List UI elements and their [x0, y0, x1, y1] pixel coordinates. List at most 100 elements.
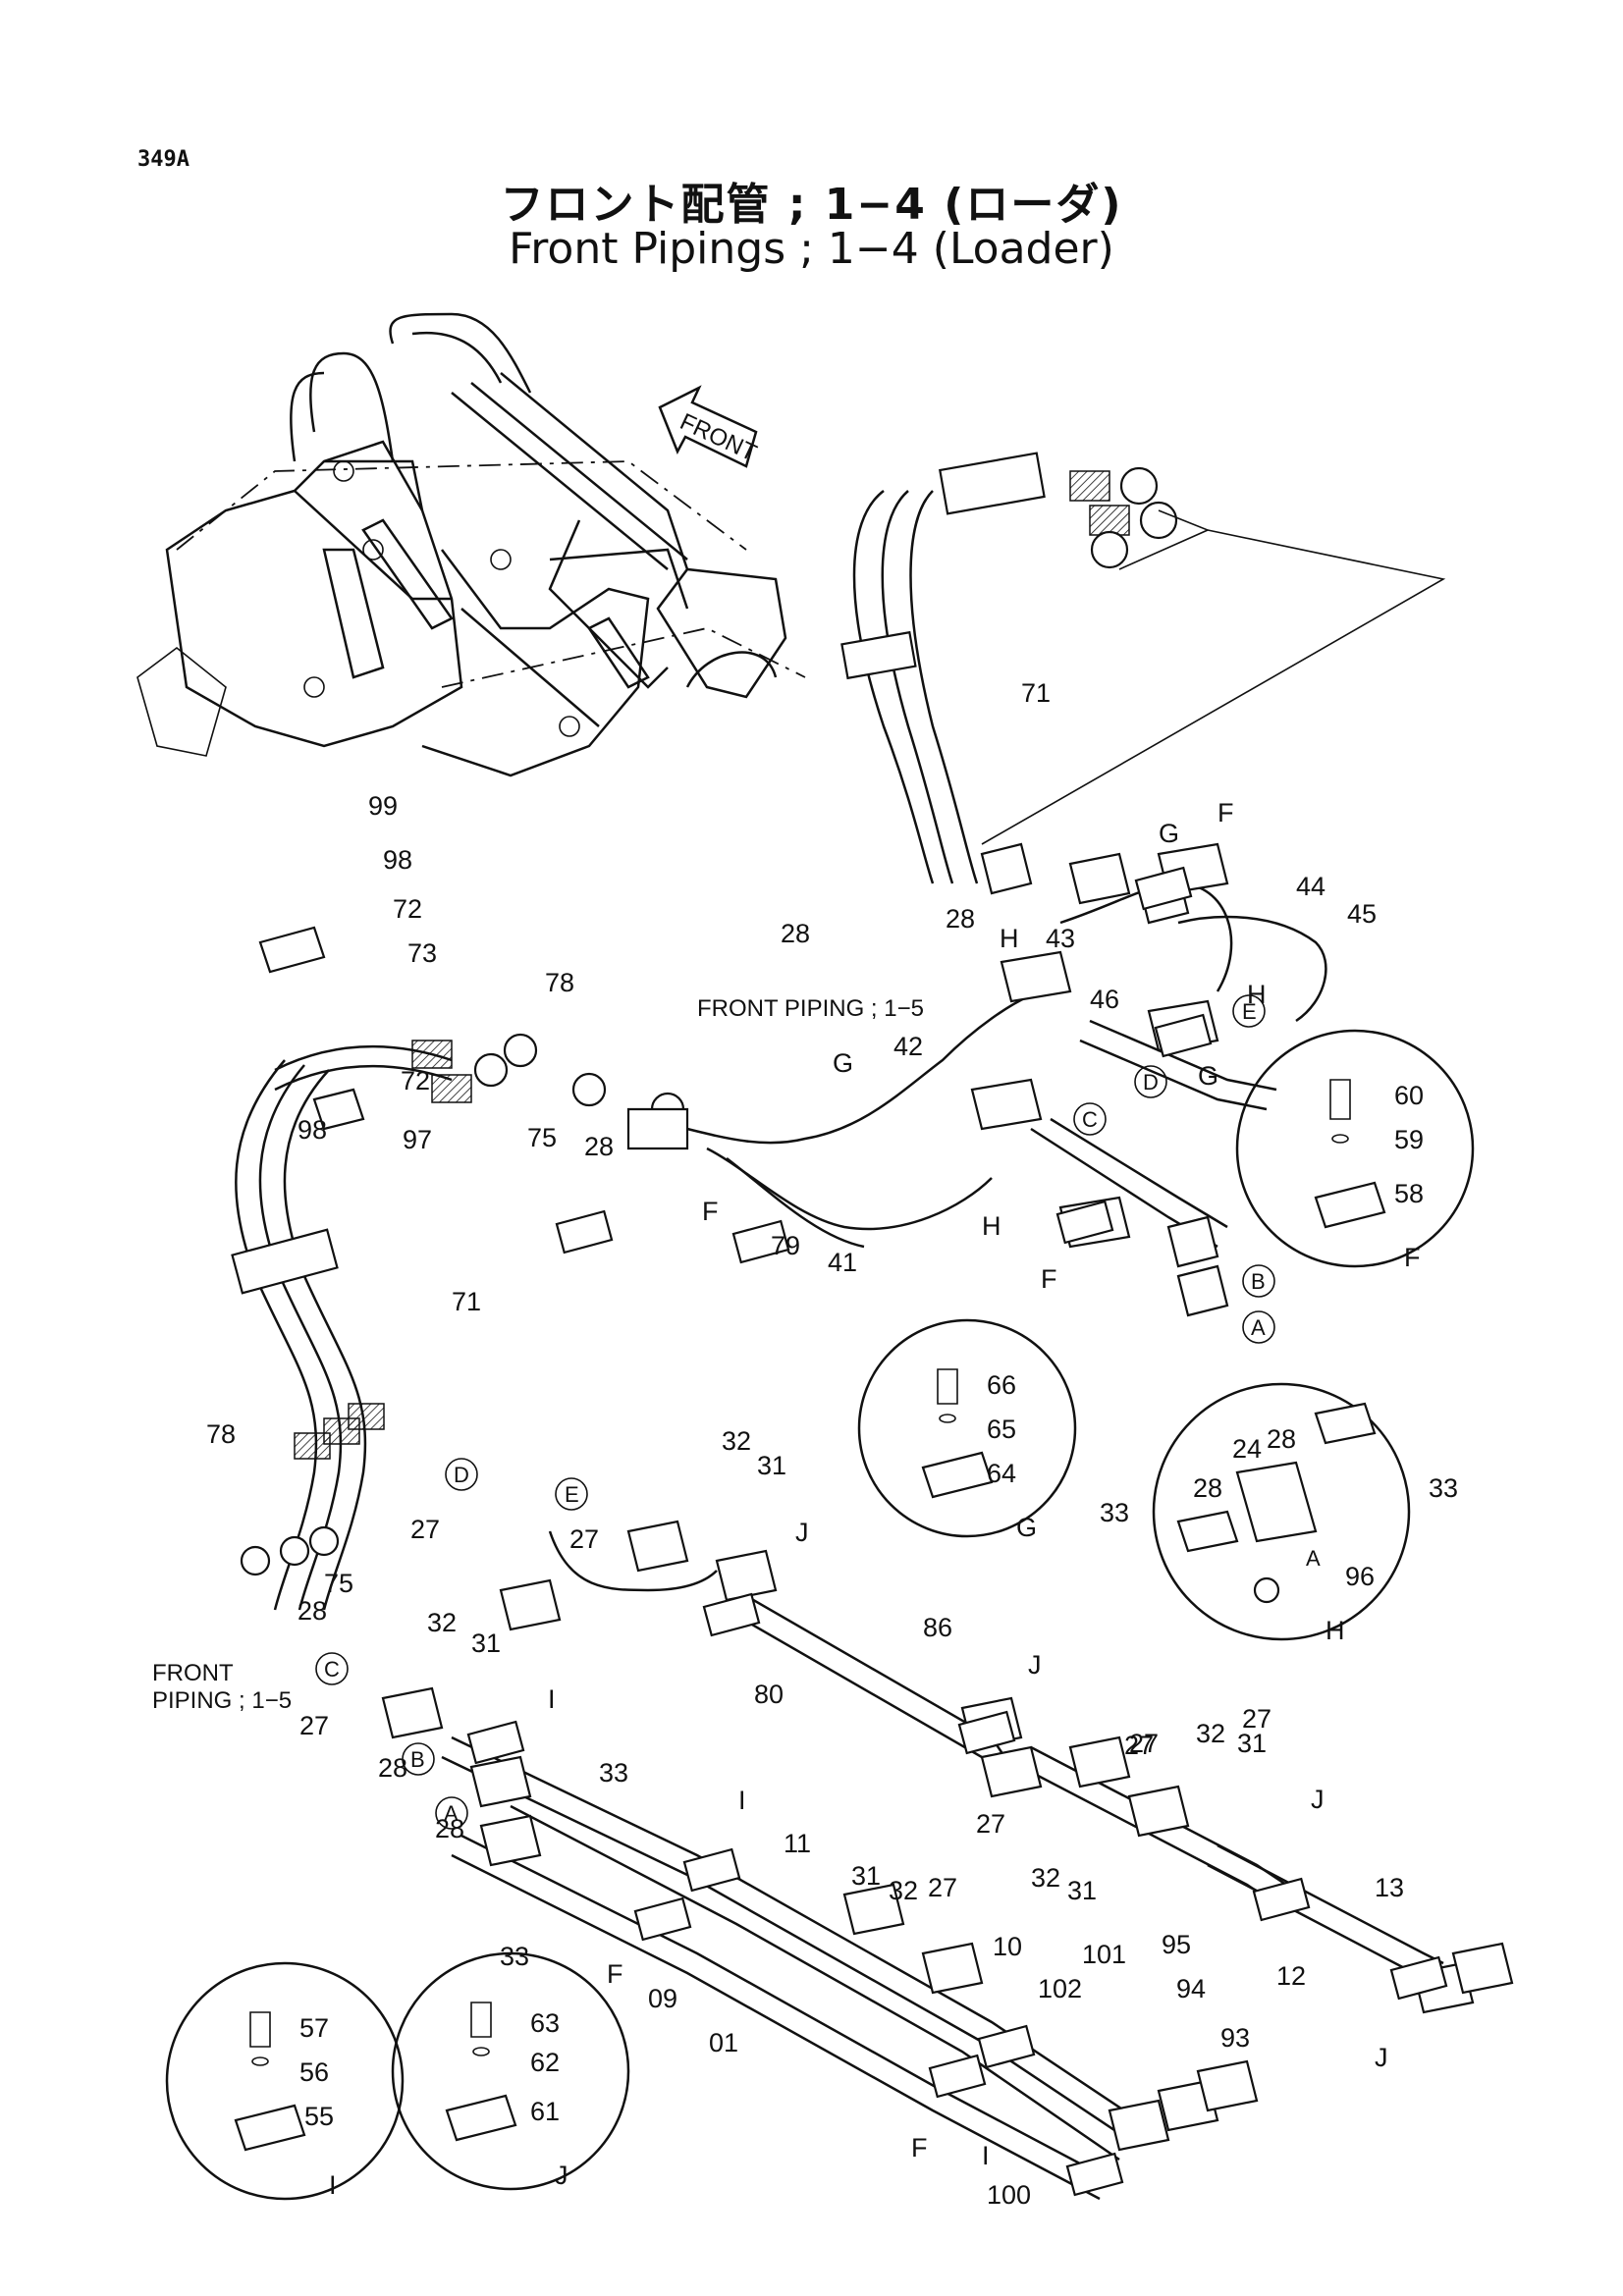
svg-text:31: 31: [757, 1451, 786, 1480]
detail-I-label-55: 55: [304, 2102, 334, 2131]
svg-text:B: B: [1251, 1269, 1266, 1294]
svg-text:86: 86: [923, 1613, 952, 1642]
leader-upper-bundle: [981, 529, 1446, 845]
detail-H-caption: H: [1325, 1616, 1345, 1645]
svg-text:75: 75: [324, 1569, 353, 1598]
svg-text:79: 79: [771, 1231, 800, 1260]
svg-text:98: 98: [383, 845, 412, 875]
svg-text:95: 95: [1162, 1930, 1191, 1959]
svg-text:27: 27: [1124, 1731, 1154, 1760]
svg-text:28: 28: [781, 919, 810, 948]
svg-text:G: G: [833, 1048, 853, 1078]
svg-text:94: 94: [1176, 1974, 1206, 2003]
detail-G-label-66: 66: [987, 1370, 1016, 1400]
svg-text:27: 27: [410, 1515, 440, 1544]
left-hose-bundle: [231, 1059, 385, 1611]
svg-text:42: 42: [893, 1032, 923, 1061]
detail-G-label-64: 64: [987, 1459, 1016, 1488]
svg-text:10: 10: [993, 1932, 1022, 1961]
svg-text:31: 31: [1067, 1876, 1097, 1905]
svg-text:28: 28: [946, 904, 975, 934]
svg-text:28: 28: [298, 1596, 327, 1626]
detail-J-label-61: 61: [530, 2097, 560, 2126]
svg-text:01: 01: [709, 2028, 738, 2057]
svg-text:32: 32: [1031, 1863, 1060, 1893]
detail-H: 24 28 28 33 33 96 A H: [1100, 1382, 1458, 1645]
svg-text:F: F: [607, 1959, 623, 1989]
svg-text:32: 32: [427, 1608, 457, 1637]
svg-text:J: J: [1311, 1785, 1325, 1814]
svg-text:32: 32: [889, 1876, 918, 1905]
svg-text:J: J: [795, 1518, 809, 1547]
svg-text:80: 80: [754, 1680, 784, 1709]
svg-text:H: H: [982, 1211, 1001, 1241]
svg-text:32: 32: [1196, 1719, 1225, 1748]
svg-text:G: G: [1159, 819, 1179, 848]
svg-text:71: 71: [452, 1287, 481, 1316]
svg-text:46: 46: [1090, 985, 1119, 1014]
detail-F: 60 59 58 F: [1235, 1029, 1475, 1272]
svg-text:B: B: [410, 1747, 425, 1772]
svg-text:09: 09: [648, 1984, 677, 2013]
detail-H-label-28b: 28: [1193, 1473, 1222, 1503]
svg-text:F: F: [1217, 798, 1234, 828]
svg-text:D: D: [454, 1463, 469, 1487]
svg-text:31: 31: [471, 1629, 501, 1658]
svg-text:F: F: [911, 2133, 928, 2163]
svg-text:D: D: [1143, 1070, 1159, 1095]
detail-J-label-62: 62: [530, 2048, 560, 2077]
part-labels: 71 71 99 98 72 73 78 72 98 97 75 28 28 2…: [206, 678, 1404, 2210]
detail-H-label-33b: 33: [1100, 1498, 1129, 1527]
detail-J: 63 62 61 J: [391, 1951, 630, 2191]
detail-G-caption: G: [1016, 1513, 1037, 1542]
svg-text:32: 32: [722, 1426, 751, 1456]
svg-text:13: 13: [1375, 1873, 1404, 1902]
svg-text:99: 99: [368, 791, 398, 821]
svg-text:F: F: [1041, 1264, 1057, 1294]
svg-text:A: A: [1251, 1315, 1266, 1340]
detail-H-label-28a: 28: [1267, 1424, 1296, 1454]
detail-F-label-58: 58: [1394, 1179, 1424, 1208]
front-piping-reference-2b: PIPING ; 1−5: [152, 1687, 292, 1714]
svg-text:93: 93: [1220, 2023, 1250, 2053]
detail-G: 66 65 64 G: [857, 1318, 1077, 1542]
lower-pipe-cluster: [381, 866, 1514, 2201]
page-number: 349A: [137, 147, 189, 172]
svg-text:I: I: [738, 1786, 746, 1815]
svg-text:72: 72: [401, 1066, 430, 1095]
upper-hose-bundle: [840, 452, 1211, 884]
callout-circles: E D C B A D E C B A: [315, 994, 1275, 1830]
svg-text:28: 28: [378, 1753, 407, 1783]
detail-G-label-65: 65: [987, 1415, 1016, 1444]
title-english: Front Pipings ; 1−4 (Loader): [509, 224, 1114, 274]
svg-text:I: I: [982, 2141, 990, 2170]
svg-text:27: 27: [299, 1711, 329, 1740]
svg-text:C: C: [1082, 1107, 1098, 1132]
detail-I-label-56: 56: [299, 2057, 329, 2087]
svg-text:I: I: [548, 1684, 556, 1714]
detail-H-label-33a: 33: [1429, 1473, 1458, 1503]
svg-text:33: 33: [500, 1942, 529, 1971]
svg-text:101: 101: [1082, 1940, 1126, 1969]
svg-text:A: A: [444, 1801, 459, 1826]
svg-text:43: 43: [1046, 924, 1075, 953]
detail-J-caption: J: [555, 2161, 568, 2190]
svg-text:45: 45: [1347, 899, 1377, 929]
svg-text:27: 27: [569, 1524, 599, 1554]
svg-text:11: 11: [784, 1829, 811, 1858]
loader-machine-overview: [136, 312, 806, 777]
detail-I: 57 56 55 I: [165, 1961, 405, 2201]
svg-text:H: H: [1247, 980, 1267, 1009]
detail-F-caption: F: [1404, 1243, 1421, 1272]
svg-text:C: C: [324, 1657, 340, 1682]
svg-text:33: 33: [599, 1758, 628, 1788]
svg-text:27: 27: [1242, 1704, 1271, 1734]
front-piping-reference-2a: FRONT: [152, 1660, 234, 1686]
svg-text:FRONT: FRONT: [676, 408, 761, 467]
detail-F-label-59: 59: [1394, 1125, 1424, 1154]
title-japanese: フロント配管 ; 1−4 (ローダ): [500, 180, 1123, 230]
svg-text:F: F: [702, 1197, 719, 1226]
detail-J-label-63: 63: [530, 2008, 560, 2038]
detail-H-label-96: 96: [1345, 1562, 1375, 1591]
svg-text:31: 31: [851, 1861, 881, 1891]
